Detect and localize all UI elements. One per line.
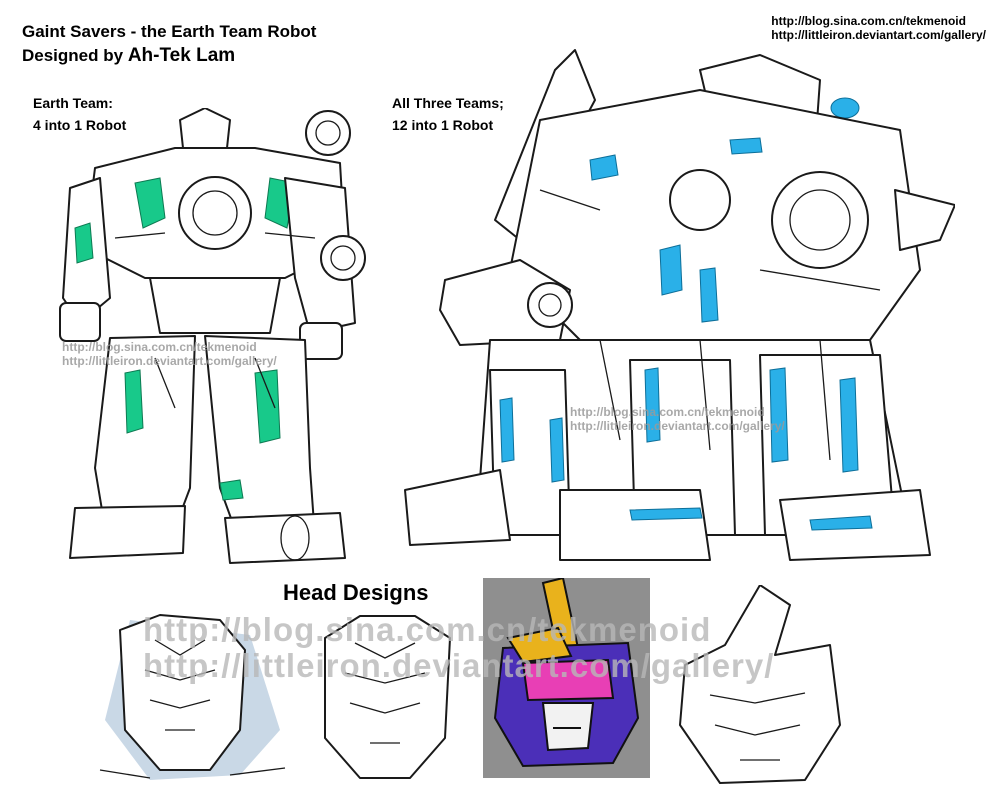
watermark-combined: http://blog.sina.com.cn/tekmenoid http:/… [570,405,785,433]
head-design-2-sketch [324,615,451,779]
credit-links: http://blog.sina.com.cn/tekmenoid http:/… [771,14,986,42]
title-line-1: Gaint Savers - the Earth Team Robot [22,22,317,41]
all-teams-label-line2: 12 into 1 Robot [392,117,494,133]
watermark-combined-line2: http://littleiron.deviantart.com/gallery… [570,419,785,433]
earth-team-robot-illustration [59,108,366,564]
earth-team-label-line1: Earth Team: [33,95,113,111]
blog-link[interactable]: http://blog.sina.com.cn/tekmenoid [771,14,966,28]
gallery-link[interactable]: http://littleiron.deviantart.com/gallery… [771,28,986,42]
designer-prefix: Designed by [22,46,124,65]
watermark-large: http://blog.sina.com.cn/tekmenoid http:/… [143,612,774,684]
watermark-earth-line1: http://blog.sina.com.cn/tekmenoid [62,340,257,354]
earth-team-label: Earth Team: 4 into 1 Robot [33,92,126,136]
watermark-earth: http://blog.sina.com.cn/tekmenoid http:/… [62,340,277,368]
all-teams-label: All Three Teams; 12 into 1 Robot [392,92,504,136]
watermark-combined-line1: http://blog.sina.com.cn/tekmenoid [570,405,765,419]
all-teams-label-line1: All Three Teams; [392,95,504,111]
watermark-large-line2: http://littleiron.deviantart.com/gallery… [143,647,775,684]
head-designs-title: Head Designs [283,580,429,605]
watermark-earth-line2: http://littleiron.deviantart.com/gallery… [62,354,277,368]
watermark-large-line1: http://blog.sina.com.cn/tekmenoid [143,611,712,648]
designer-name: Ah-Tek Lam [127,45,236,66]
earth-team-label-line2: 4 into 1 Robot [33,117,127,133]
head-design-1-sketch [99,614,286,780]
page-title: Gaint Savers - the Earth Team Robot Desi… [22,20,316,68]
designer-credit: Designed by Ah-Tek Lam [22,44,316,68]
head-design-4-sketch [679,585,841,784]
head-design-3-colored [493,578,640,768]
combined-robot-illustration [404,49,955,561]
